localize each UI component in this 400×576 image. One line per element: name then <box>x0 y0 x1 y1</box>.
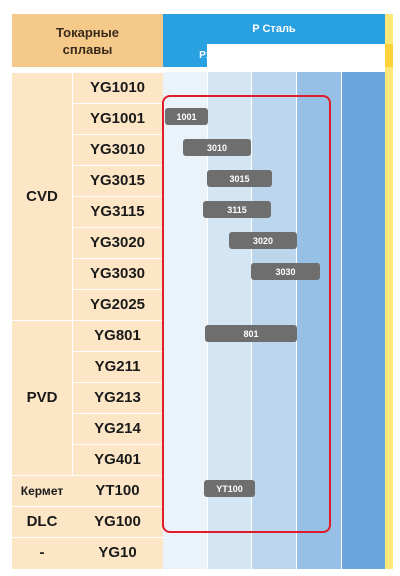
bar-yt100: YT100 <box>204 480 255 497</box>
group-cvd: CVD <box>26 187 58 205</box>
row-divider <box>72 413 163 414</box>
row-divider <box>12 475 163 476</box>
grade-cell: YG3030 <box>89 265 146 282</box>
col-header-blank <box>163 44 207 67</box>
band-5 <box>341 72 385 569</box>
grade-cell: YG801 <box>94 327 141 344</box>
row-divider <box>72 382 163 383</box>
row-divider <box>12 320 163 321</box>
bar-801: 801 <box>205 325 297 342</box>
row-divider <box>12 506 163 507</box>
gridline <box>296 72 297 569</box>
carbide-grades-header: Токарные сплавы <box>12 14 163 67</box>
grade-cell: YG2025 <box>89 296 146 313</box>
row-divider <box>72 258 163 259</box>
group-cermet: Кермет <box>20 483 64 498</box>
header-line2: сплавы <box>62 41 113 57</box>
grade-cell: YG401 <box>94 451 141 468</box>
grade-cell: YG3115 <box>90 203 145 220</box>
bar-1001: 1001 <box>165 108 208 125</box>
highlight-frame <box>162 95 331 533</box>
row-divider <box>72 134 163 135</box>
bar-3010: 3010 <box>183 139 251 156</box>
gridline <box>207 72 208 569</box>
col-header-p30: P30 <box>287 50 305 61</box>
bar-3115: 3115 <box>203 201 271 218</box>
row-divider <box>72 289 163 290</box>
row-divider <box>12 537 163 538</box>
row-divider <box>72 165 163 166</box>
bar-3030: 3030 <box>251 263 320 280</box>
grade-cell: YG3020 <box>89 234 146 251</box>
grade-cell: YG214 <box>94 420 141 437</box>
group-other: - <box>39 544 45 561</box>
col-header-p20: P20 <box>244 50 262 61</box>
bar-3020: 3020 <box>229 232 297 249</box>
grade-cell: YG1010 <box>89 79 146 96</box>
band-4 <box>296 72 341 569</box>
grade-cell: YG3015 <box>89 172 146 189</box>
row-divider <box>72 444 163 445</box>
row-divider <box>12 72 163 73</box>
grade-cell: YT100 <box>95 482 140 499</box>
grade-cell: YG10 <box>98 544 137 561</box>
header-divider <box>163 44 385 45</box>
row-divider <box>72 351 163 352</box>
grade-cell: YG213 <box>94 389 141 406</box>
group-pvd: PVD <box>26 389 58 406</box>
col-header-p40: P40 <box>331 50 349 61</box>
next-group-strip <box>385 14 393 569</box>
group-dlc: DLC <box>26 513 58 530</box>
grade-cell: YG3010 <box>89 141 146 158</box>
band-3 <box>251 72 296 569</box>
gridline <box>341 72 342 569</box>
grade-cell: YG211 <box>94 358 141 375</box>
row-divider <box>72 103 163 104</box>
next-group-strip-sub <box>385 44 393 67</box>
row-divider <box>72 227 163 228</box>
col-divider <box>72 72 73 475</box>
row-divider <box>72 196 163 197</box>
grade-cell: YG1001 <box>89 110 146 127</box>
col-header-p10: P10 <box>199 50 217 61</box>
header-line1: Токарные <box>56 24 119 40</box>
steel-group-header: P Сталь <box>163 14 385 44</box>
grade-cell: YG100 <box>94 513 141 530</box>
gridline <box>251 72 252 569</box>
bar-3015: 3015 <box>207 170 272 187</box>
